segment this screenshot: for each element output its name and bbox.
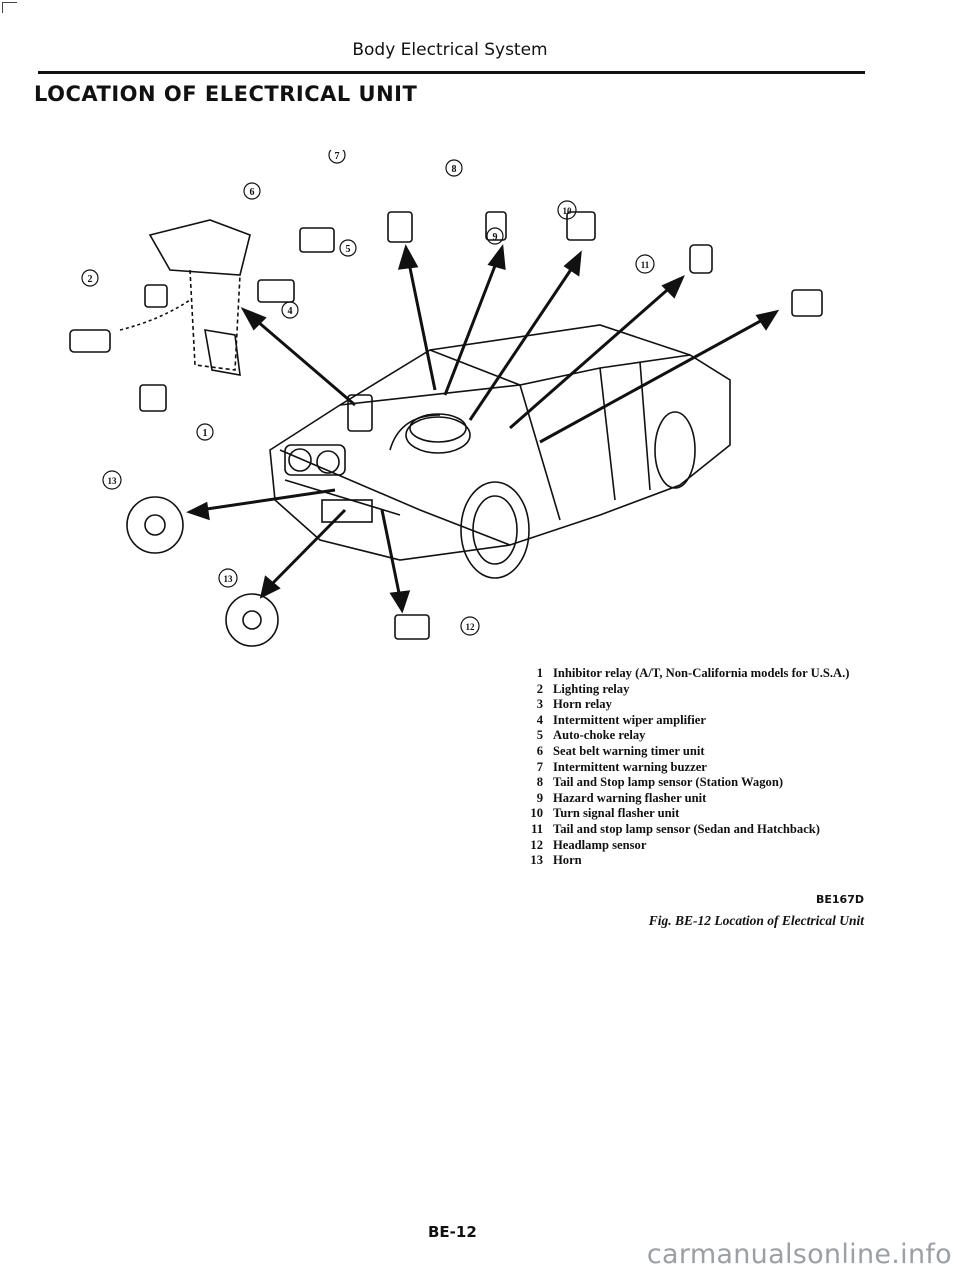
legend-number: 9 <box>536 790 543 805</box>
running-head: Body Electrical System <box>352 40 548 60</box>
legend-item: 1 Inhibitor relay (A/T, Non-California mo… <box>528 666 850 682</box>
callout-6-label: 6 <box>250 187 255 198</box>
watermark: carmanualsonline.info <box>646 1239 952 1270</box>
legend-text: Headlamp sensor <box>553 837 647 852</box>
callout-11: 11 <box>635 254 655 274</box>
legend-item: 12 Headlamp sensor <box>528 838 849 854</box>
callout-7: 7 <box>328 150 346 164</box>
callout-13-upper: 13 <box>102 470 122 490</box>
relay-bracket <box>69 219 335 412</box>
callout-5-label: 5 <box>346 244 351 255</box>
legend-item: 10 Turn signal flasher unit <box>528 806 849 822</box>
callout-11-label: 11 <box>641 260 650 270</box>
callout-7-label: 7 <box>335 151 340 162</box>
callout-2-label: 2 <box>88 274 93 285</box>
callout-13-lower-label: 13 <box>224 574 234 584</box>
location-diagram: 1 2 3 4 5 6 7 8 9 10 11 12 13 13 <box>40 150 900 650</box>
legend-text: Tail and Stop lamp sensor (Station Wagon… <box>553 775 784 790</box>
legend-text: Horn <box>553 853 582 868</box>
page-corner-mark <box>2 2 17 13</box>
callout-9-label: 9 <box>493 232 498 243</box>
legend-number: 13 <box>530 853 543 868</box>
legend-number: 7 <box>536 759 543 774</box>
callout-8-label: 8 <box>452 164 457 175</box>
legend-number: 11 <box>531 821 543 836</box>
callout-6: 6 <box>243 182 261 200</box>
legend-number: 2 <box>536 681 543 696</box>
parts-legend: 1 Inhibitor relay (A/T, Non-California mo… <box>528 666 849 869</box>
callout-5: 5 <box>339 239 357 257</box>
legend-number: 10 <box>530 806 543 821</box>
legend-number: 3 <box>536 697 543 712</box>
legend-text: Turn signal flasher unit <box>553 806 680 821</box>
legend-number: 1 <box>536 666 543 680</box>
legend-text: Lighting relay <box>553 681 630 696</box>
callout-1-label: 1 <box>203 428 208 439</box>
legend-number: 4 <box>536 712 543 727</box>
callout-10: 10 <box>557 200 577 220</box>
section-title: LOCATION OF ELECTRICAL UNIT <box>34 82 418 106</box>
legend-item: 4 Intermittent wiper amplifier <box>528 713 849 729</box>
legend-text: Horn relay <box>553 697 612 712</box>
legend-item: 8 Tail and Stop lamp sensor (Station Wago… <box>528 775 849 791</box>
car-illustration <box>269 324 731 579</box>
legend-item: 2 Lighting relay <box>528 682 849 698</box>
legend-item: 9 Hazard warning flasher unit <box>528 791 849 807</box>
legend-item: 13 Horn <box>528 853 849 869</box>
callout-12: 12 <box>460 616 480 636</box>
callout-1: 1 <box>196 423 214 441</box>
legend-item: 3 Horn relay <box>528 697 849 713</box>
legend-text: Inhibitor relay (A/T, Non-California mod… <box>553 666 850 680</box>
callout-12-label: 12 <box>466 622 476 632</box>
callout-13-lower: 13 <box>218 568 238 588</box>
callout-2: 2 <box>81 269 99 287</box>
page-number: BE-12 <box>428 1223 477 1241</box>
legend-number: 5 <box>536 728 543 743</box>
legend-number: 6 <box>536 743 543 758</box>
legend-item: 5 Auto-choke relay <box>528 728 849 744</box>
legend-number: 12 <box>530 837 543 852</box>
callout-4-label: 4 <box>288 306 293 317</box>
legend-item: 6 Seat belt warning timer unit <box>528 744 849 760</box>
legend-text: Intermittent warning buzzer <box>553 759 707 774</box>
legend-text: Auto-choke relay <box>553 728 646 743</box>
callout-10-label: 10 <box>563 206 573 216</box>
callout-9: 9 <box>486 227 504 245</box>
callout-13-upper-label: 13 <box>108 476 118 486</box>
legend-text: Intermittent wiper amplifier <box>553 712 706 727</box>
figure-code: BE167D <box>816 893 864 906</box>
figure-caption: Fig. BE-12 Location of Electrical Unit <box>648 913 864 928</box>
legend-text: Tail and stop lamp sensor (Sedan and Hat… <box>553 821 820 836</box>
callout-4: 4 <box>281 301 299 319</box>
legend-number: 8 <box>536 775 543 790</box>
legend-text: Hazard warning flasher unit <box>553 790 707 805</box>
legend-item: 11 Tail and stop lamp sensor (Sedan and H… <box>528 822 849 838</box>
callout-8: 8 <box>445 159 463 177</box>
header-rule <box>38 71 865 74</box>
legend-text: Seat belt warning timer unit <box>553 743 705 758</box>
legend-item: 7 Intermittent warning buzzer <box>528 760 849 776</box>
